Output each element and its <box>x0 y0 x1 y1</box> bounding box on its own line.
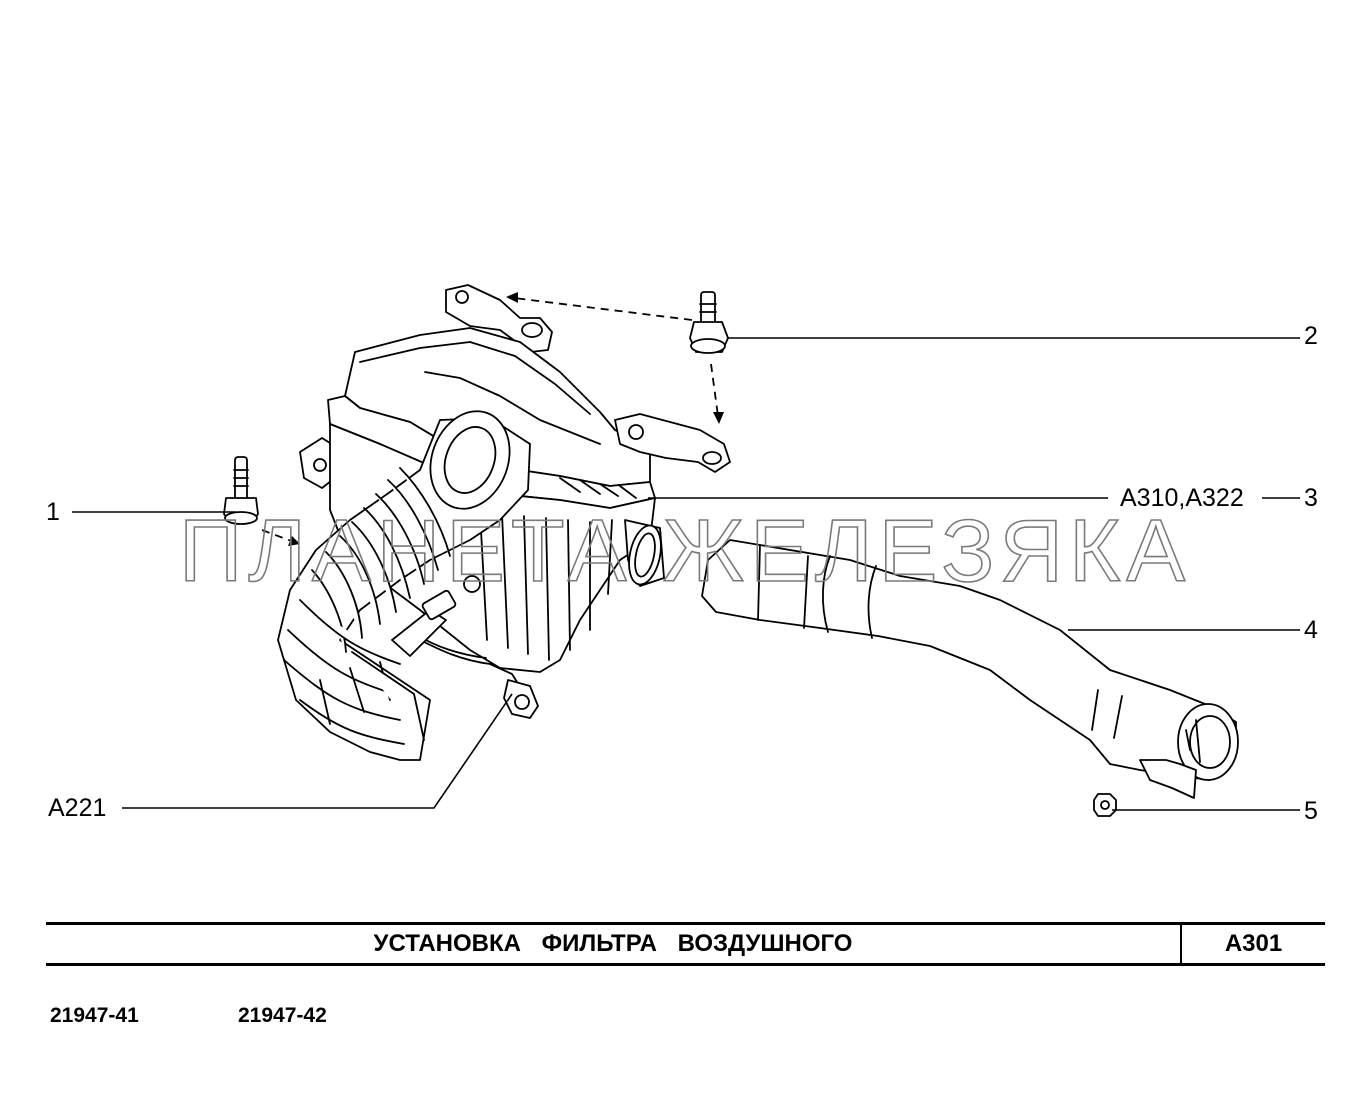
title-block: УСТАНОВКА ФИЛЬТРА ВОЗДУШНОГО A301 <box>46 922 1325 966</box>
callout-2: 2 <box>1304 322 1318 350</box>
callout-5: 5 <box>1304 797 1318 825</box>
sensor-harness <box>391 589 539 719</box>
callout-3: 3 <box>1304 484 1318 512</box>
bolt-2 <box>689 291 729 354</box>
callout-1: 1 <box>46 498 60 526</box>
intake-duct <box>277 410 531 761</box>
leader-lines <box>72 337 1300 811</box>
callout-3-reference: A310,A322 <box>1120 484 1244 512</box>
bolt-1 <box>223 456 259 525</box>
diagram-title: УСТАНОВКА ФИЛЬТРА ВОЗДУШНОГО <box>373 930 853 957</box>
assembly-arrows <box>261 297 719 543</box>
air-filter-housing <box>299 284 731 673</box>
callout-4: 4 <box>1304 616 1318 644</box>
title-divider <box>1180 925 1182 963</box>
watermark: ПЛАНЕТА ЖЕЛЕЗЯКА <box>179 501 1191 600</box>
diagram-code: A301 <box>1224 930 1283 957</box>
outlet-pipe <box>701 539 1239 799</box>
variant-code: 21947-41 <box>50 1004 139 1027</box>
variant-code: 21947-42 <box>238 1004 327 1027</box>
nut-5 <box>1093 793 1117 817</box>
callout-a221: A221 <box>48 794 107 822</box>
